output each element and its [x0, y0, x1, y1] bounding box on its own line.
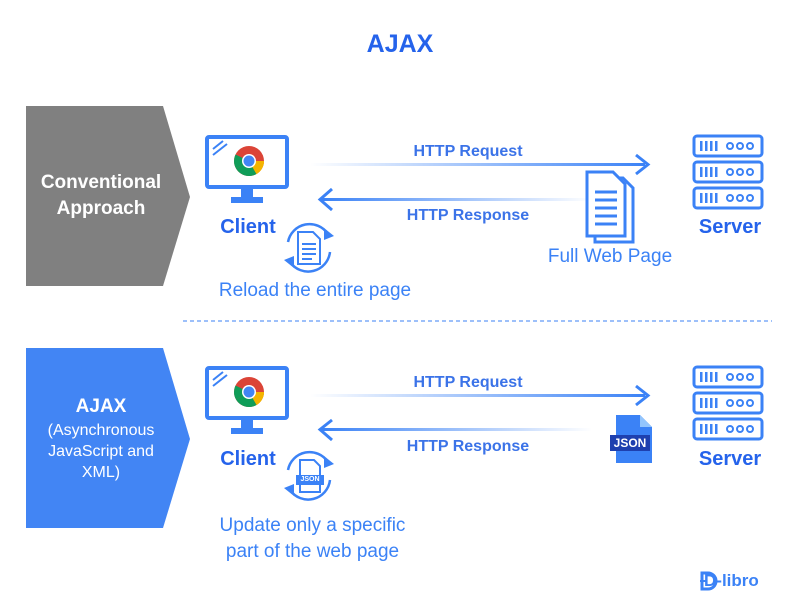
conventional-http-request-label: HTTP Request: [413, 143, 523, 160]
ajax-update-caption: Update only a specific part of the web p…: [185, 513, 440, 565]
monitor-icon: [205, 135, 289, 203]
monitor-icon: [205, 366, 289, 434]
page-title: AJAX: [366, 30, 434, 58]
ajax-http-response-label: HTTP Response: [406, 438, 530, 455]
ajax-badge-line: (Asynchronous: [47, 421, 155, 439]
ajax-badge-title: AJAX: [75, 395, 127, 417]
full-web-page-document-icon: [585, 170, 635, 244]
ajax-client-label: Client: [220, 448, 276, 470]
ajax-server-label: Server: [698, 448, 762, 470]
d-libro-logo-mark: [700, 571, 718, 591]
small-json-label: JSON: [300, 476, 320, 483]
ajax-update-caption-line: part of the web page: [225, 541, 400, 562]
ajax-badge: AJAX (Asynchronous JavaScript and XML): [26, 348, 176, 528]
ajax-badge-line: JavaScript and: [48, 442, 154, 460]
conventional-badge-line: Approach: [56, 198, 146, 219]
d-libro-logo: D-libro: [700, 570, 759, 592]
json-file-label: JSON: [613, 436, 647, 450]
conventional-reload-caption: Reload the entire page: [218, 280, 412, 301]
server-icon: [692, 365, 764, 441]
json-file-icon: [610, 415, 652, 463]
ajax-update-caption-line: Update only a specific: [219, 515, 406, 536]
refresh-document-icon: [284, 222, 334, 273]
conventional-server-label: Server: [698, 216, 762, 238]
conventional-client-label: Client: [220, 216, 276, 238]
ajax-http-request-label: HTTP Request: [413, 374, 523, 391]
ajax-badge-line: XML): [81, 463, 121, 481]
server-icon: [692, 134, 764, 210]
conventional-http-response-label: HTTP Response: [406, 207, 530, 224]
conventional-badge: Conventional Approach: [26, 106, 176, 286]
full-web-page-label: Full Web Page: [547, 246, 673, 267]
conventional-badge-line: Conventional: [40, 172, 162, 193]
d-libro-logo-text: D-libro: [704, 571, 759, 590]
refresh-json-icon: [284, 450, 334, 501]
